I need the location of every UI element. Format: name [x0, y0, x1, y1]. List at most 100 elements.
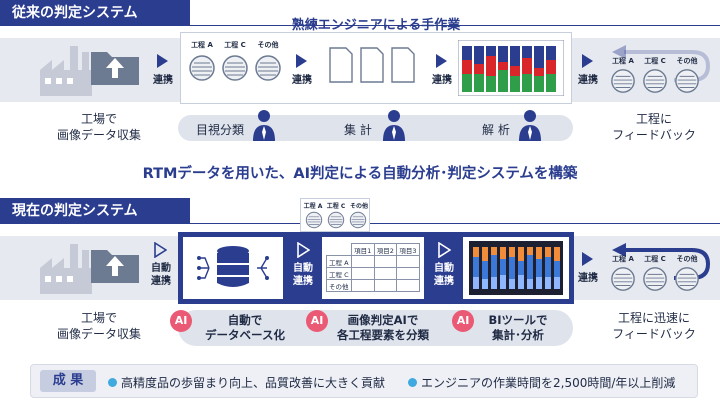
link-label: 連携 — [153, 75, 173, 86]
manual-steps-bar — [178, 115, 573, 141]
process-label: 工程 C — [326, 203, 346, 210]
bullet-icon — [108, 378, 117, 387]
process-label: 工程 A — [612, 255, 634, 263]
ai-step-line: BIツールで — [488, 313, 548, 327]
feedback-caption: 工程に フィードバック — [592, 111, 716, 143]
conventional-section-title: 従来の判定システム — [0, 0, 190, 26]
auto-link-line: 連携 — [434, 276, 454, 287]
wafer-disc-icon — [643, 267, 667, 291]
feedback-discs: 工程 A 工程 C その他 — [604, 238, 714, 294]
section-divider — [190, 25, 720, 26]
link-label: 連携 — [432, 75, 452, 86]
table-row-header: その他 — [325, 279, 353, 292]
table-column-header: 項目3 — [396, 243, 420, 256]
ai-step: 画像判定AIで 各工程要素を分類 — [324, 313, 442, 343]
ai-step: 自動で データベース化 — [190, 313, 300, 343]
wafer-disc-icon — [675, 267, 699, 291]
wafer-disc-icon — [643, 69, 667, 93]
process-label: 工程 C — [644, 57, 666, 65]
auto-link-label: 自動 連携 — [146, 262, 176, 288]
table-row: 工程 A — [325, 255, 420, 268]
link-arrow-icon — [157, 54, 168, 68]
results-tag: 成 果 — [40, 370, 96, 392]
ai-badge: AI — [306, 310, 328, 332]
ai-step: BIツールで 集計･分析 — [470, 313, 566, 343]
caption-line: 工場で — [80, 112, 117, 126]
caption-line: 画像データ収集 — [56, 128, 141, 142]
table-column-header: 項目1 — [351, 243, 375, 256]
documents-icon — [329, 47, 415, 83]
auto-link-line: 連携 — [293, 276, 313, 287]
auto-link-arrow-icon — [297, 242, 310, 258]
process-label: その他 — [676, 255, 698, 263]
engineer-icon — [253, 110, 275, 141]
process-label: その他 — [257, 41, 279, 49]
factory-icon — [40, 46, 92, 96]
auto-link-arrow-icon — [438, 242, 451, 258]
section-divider — [190, 223, 720, 224]
floating-discs-card: 工程 A 工程 C その他 — [300, 198, 370, 232]
process-label: その他 — [676, 57, 698, 65]
link-arrow-icon — [296, 54, 307, 68]
collect-caption: 工場で 画像データ収集 — [34, 111, 164, 143]
caption-line: フィードバック — [612, 128, 696, 142]
engineer-icon — [519, 110, 541, 141]
result-text: エンジニアの作業時間を2,500時間/年以上削減 — [421, 376, 676, 390]
engineer-icon — [383, 110, 405, 141]
auto-link-line: 連携 — [151, 276, 171, 287]
database-card — [183, 237, 283, 299]
ai-step-line: 画像判定AIで — [347, 313, 419, 327]
link-arrow-icon — [582, 54, 593, 68]
table-row-header: 工程 C — [325, 267, 353, 280]
headline: RTMデータを用いた、AI判定による自動分析･判定システムを構築 — [142, 166, 578, 182]
result-item: エンジニアの作業時間を2,500時間/年以上削減 — [408, 374, 675, 391]
process-discs: 工程 A 工程 C その他 — [186, 40, 284, 96]
auto-link-label: 自動 連携 — [429, 262, 459, 288]
expert-label: 熟練エンジニアによる手作業 — [291, 18, 461, 33]
wafer-disc-icon — [611, 69, 635, 93]
auto-link-line: 自動 — [151, 263, 171, 274]
process-label: その他 — [349, 203, 368, 210]
wafer-disc-icon — [305, 211, 323, 229]
wafer-disc-icon — [349, 211, 367, 229]
wafer-disc-icon — [327, 211, 345, 229]
result-text: 高精度品の歩留まり向上、品質改善に大きく貢献 — [121, 376, 386, 390]
auto-link-line: 自動 — [434, 263, 454, 274]
bi-dashboard-card — [463, 237, 569, 299]
result-item: 高精度品の歩留まり向上、品質改善に大きく貢献 — [108, 374, 385, 391]
wafer-disc-icon — [255, 55, 281, 81]
process-label: 工程 C — [644, 255, 666, 263]
folder-upload-icon — [91, 250, 139, 283]
link-label: 連携 — [292, 75, 312, 86]
collect-caption: 工場で 画像データ収集 — [34, 310, 164, 342]
table-header-row: 項目1 項目2 項目3 — [327, 243, 420, 256]
caption-line: 工場で — [80, 311, 117, 325]
process-label: 工程 A — [612, 57, 634, 65]
database-icon — [197, 246, 269, 287]
process-label: 工程 A — [303, 203, 323, 210]
link-arrow-icon — [436, 54, 447, 68]
folder-upload-icon — [91, 52, 139, 85]
factory-icon — [40, 244, 92, 294]
wafer-disc-icon — [222, 55, 248, 81]
auto-link-line: 自動 — [293, 263, 313, 274]
auto-link-label: 自動 連携 — [288, 262, 318, 288]
link-label: 連携 — [578, 75, 598, 86]
feedback-discs: 工程 A 工程 C その他 — [604, 40, 714, 96]
caption-line: 画像データ収集 — [56, 327, 141, 341]
link-arrow-icon — [582, 252, 593, 266]
ai-steps-bar — [178, 310, 573, 346]
classification-table-card: 項目1 項目2 項目3 工程 A 工程 C その他 — [322, 237, 424, 299]
bullet-icon — [408, 378, 417, 387]
classification-table: 項目1 項目2 項目3 工程 A 工程 C その他 — [325, 243, 420, 292]
auto-link-arrow-icon — [154, 242, 167, 258]
caption-line: フィードバック — [612, 327, 696, 341]
link-label: 連携 — [578, 273, 598, 284]
current-section-title: 現在の判定システム — [0, 198, 190, 224]
ai-step-line: 各工程要素を分類 — [337, 328, 429, 342]
wafer-disc-icon — [611, 267, 635, 291]
process-label: 工程 C — [224, 41, 246, 49]
ai-badge: AI — [452, 310, 474, 332]
table-row: 工程 C — [325, 267, 420, 280]
bi-dashboard-icon — [469, 241, 563, 295]
